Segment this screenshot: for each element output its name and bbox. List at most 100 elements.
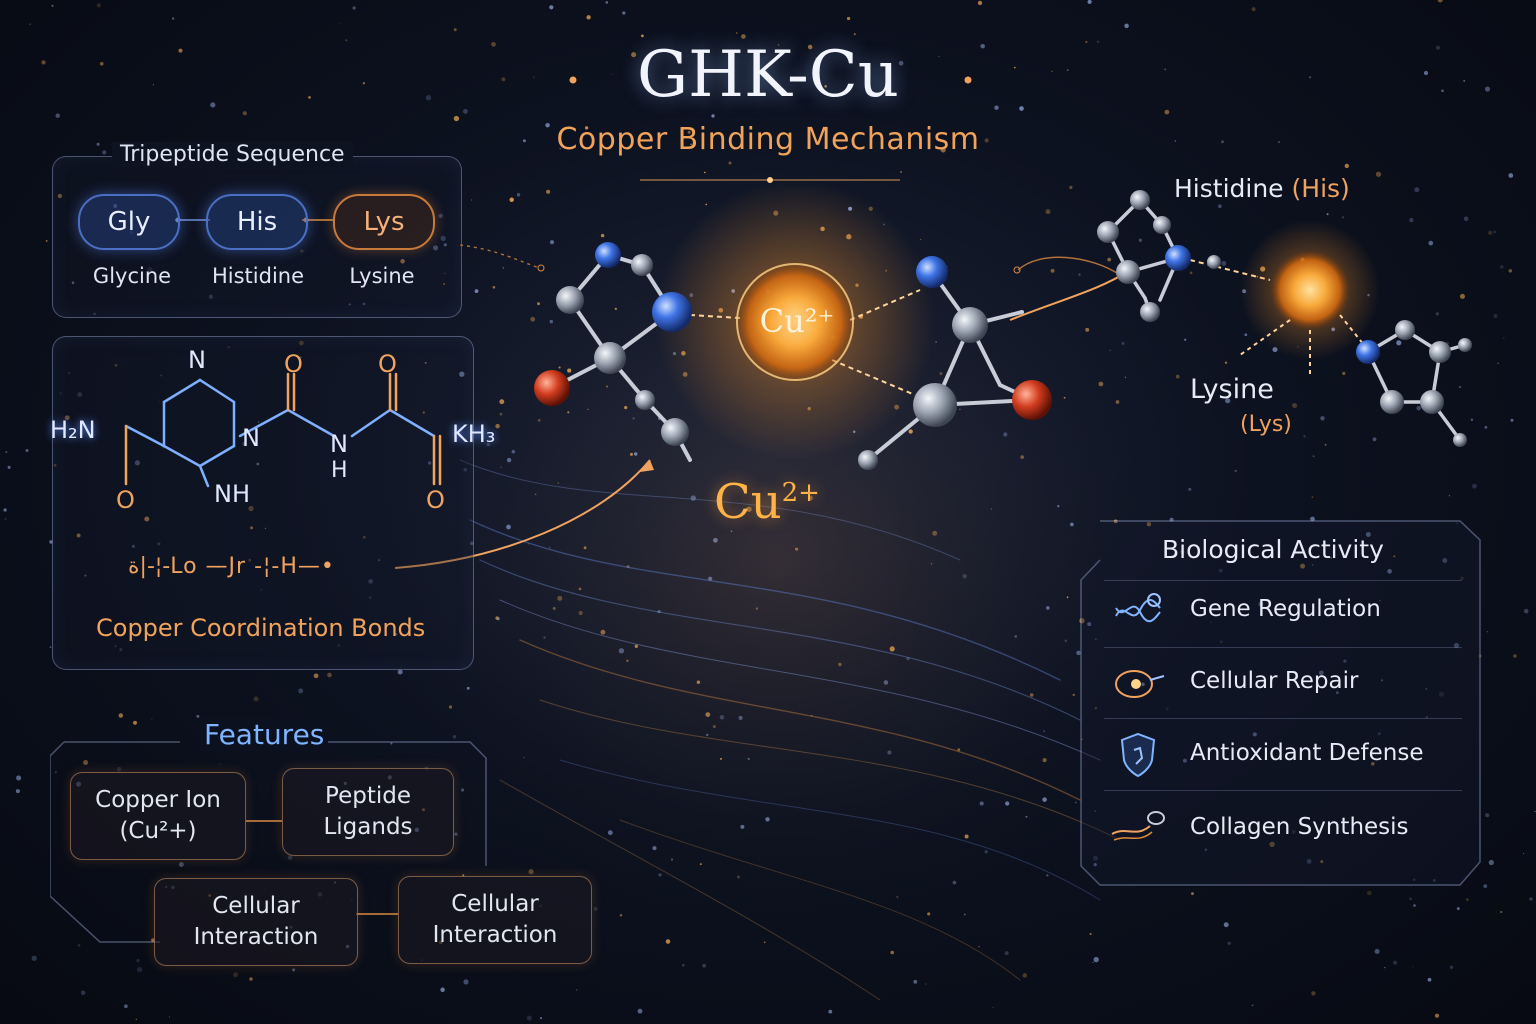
particle: [118, 713, 124, 718]
particle: [1312, 455, 1315, 458]
particle: [1425, 716, 1428, 718]
particle: [1344, 163, 1349, 169]
atom-h-amide: H: [331, 458, 348, 483]
particle: [1409, 217, 1414, 223]
particle: [502, 267, 505, 269]
particle: [121, 362, 123, 365]
particle: [147, 266, 153, 272]
particle: [1500, 265, 1504, 269]
particle: [1472, 483, 1477, 489]
particle: [119, 648, 123, 652]
bio-item-gene-regulation: Gene Regulation: [1104, 580, 1462, 640]
particle: [16, 775, 22, 781]
residue-lys-name: Lysine: [349, 264, 415, 288]
particle: [778, 44, 780, 46]
particle: [980, 43, 985, 49]
particle: [242, 111, 247, 116]
bio-item-cellular-repair: Cellular Repair: [1104, 652, 1462, 712]
particle: [1189, 271, 1193, 275]
particle: [1365, 531, 1371, 538]
particle: [249, 977, 253, 981]
shield-icon: [1120, 732, 1156, 778]
particle: [80, 990, 86, 996]
particle: [1453, 642, 1460, 649]
particle: [1164, 68, 1167, 71]
particle: [491, 42, 496, 47]
particle: [157, 542, 161, 546]
particle: [171, 17, 175, 20]
particle: [257, 421, 260, 423]
particle: [3, 508, 7, 512]
particle: [1378, 599, 1381, 602]
particle: [1425, 688, 1428, 690]
particle: [1318, 670, 1324, 676]
particle: [1396, 340, 1402, 346]
particle: [45, 239, 48, 242]
particle: [1311, 991, 1316, 996]
particle: [1372, 437, 1377, 442]
particle: [1493, 230, 1496, 234]
particle: [1234, 469, 1237, 472]
particle: [292, 968, 296, 972]
particle: [462, 108, 468, 114]
particle: [440, 987, 445, 993]
particle: [1441, 89, 1444, 93]
divider: [1104, 647, 1462, 648]
particle: [549, 5, 554, 10]
particle: [84, 574, 87, 577]
particle: [77, 392, 83, 398]
particle: [1306, 858, 1312, 864]
lysine-name: Lysine: [1190, 374, 1274, 405]
particle: [1092, 961, 1094, 964]
particle: [233, 972, 239, 978]
particle: [522, 139, 526, 143]
particle: [248, 558, 251, 562]
particle: [763, 941, 766, 944]
particle: [348, 303, 351, 306]
atom-o4: O: [426, 486, 445, 514]
particle: [1183, 758, 1187, 763]
cu-ion-label: Cu²⁺: [759, 302, 835, 340]
particle: [1486, 631, 1488, 633]
particle: [1412, 966, 1414, 968]
residue-his: His: [206, 194, 308, 250]
atom-n-amide: N: [330, 430, 348, 458]
particle: [1434, 1013, 1440, 1018]
particle: [160, 374, 163, 377]
particle: [665, 939, 671, 944]
particle: [1087, 0, 1092, 5]
particle: [924, 983, 927, 985]
atom-o2: O: [284, 350, 303, 378]
particle: [76, 533, 81, 538]
particle: [890, 950, 894, 955]
histidine-name: Histidine: [1174, 174, 1284, 203]
particle: [1483, 884, 1488, 888]
particle: [963, 913, 966, 916]
particle: [1366, 890, 1372, 896]
particle: [298, 356, 302, 359]
particle: [1412, 878, 1416, 881]
particle: [99, 61, 104, 66]
particle: [1484, 86, 1491, 92]
bio-label-gene-regulation: Gene Regulation: [1190, 596, 1381, 622]
particle: [1004, 951, 1009, 956]
particle: [31, 955, 37, 961]
atom-o1: O: [116, 486, 135, 514]
atom-n-ring2: N: [242, 424, 260, 452]
particle: [1460, 576, 1464, 581]
atom-n-ring: N: [188, 346, 206, 374]
particle: [690, 143, 692, 146]
atom-h2n: H₂N: [50, 416, 96, 444]
particle: [462, 874, 465, 877]
particle: [144, 516, 150, 522]
particle: [1019, 106, 1024, 111]
particle: [1311, 564, 1314, 566]
particle: [443, 283, 446, 285]
bio-item-antioxidant-defense: Antioxidant Defense: [1104, 724, 1462, 784]
bio-item-collagen-synthesis: Collagen Synthesis: [1104, 798, 1462, 858]
particle: [96, 3, 101, 8]
divider: [1104, 580, 1462, 581]
residue-gly-name: Glycine: [92, 264, 172, 288]
particle: [178, 862, 184, 867]
particle: [1437, 0, 1443, 3]
